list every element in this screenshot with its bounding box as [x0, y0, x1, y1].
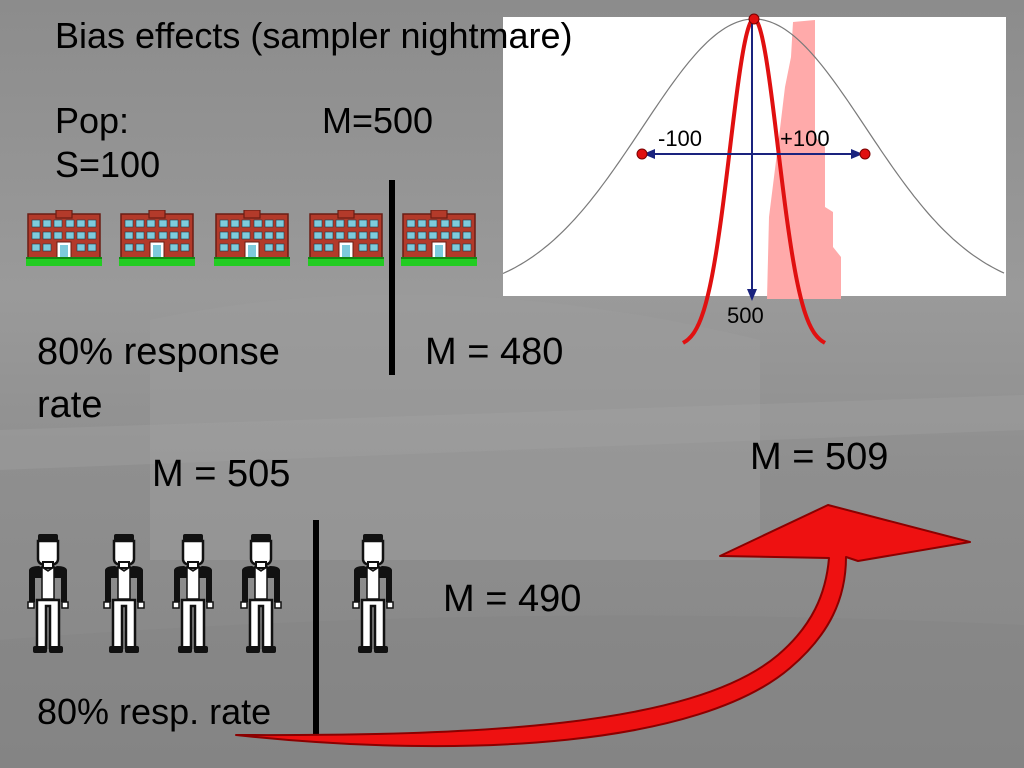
school-resp-mean: M = 505	[152, 453, 291, 495]
student-figure-icon	[170, 532, 216, 656]
school-response-rate-line1: 80% response	[37, 331, 280, 373]
pop-label: Pop:	[55, 100, 130, 141]
student-figure-icon	[238, 532, 284, 656]
school-building-icon	[308, 210, 384, 266]
shaded-region	[767, 20, 841, 299]
plus-sd-point	[859, 148, 871, 160]
school-building-icon	[26, 210, 102, 266]
slide-title: Bias effects (sampler nightmare)	[55, 15, 573, 56]
pop-sd: S=100	[55, 144, 161, 185]
left-arrowhead	[643, 149, 655, 159]
right-arrowhead	[851, 149, 863, 159]
school-nonresp-mean: M = 480	[425, 331, 564, 373]
pop-mean: M=500	[322, 100, 434, 141]
student-divider-line	[313, 520, 319, 735]
peak-point	[748, 13, 760, 25]
chart-label-minus: -100	[658, 126, 703, 151]
minus-sd-point	[636, 148, 648, 160]
school-divider-line	[389, 180, 395, 375]
distribution-chart	[502, 13, 1006, 345]
center-arrowhead	[747, 289, 757, 301]
student-figure-icon	[25, 532, 71, 656]
student-response-rate: 80% resp. rate	[37, 691, 272, 732]
school-building-icon	[401, 210, 477, 266]
wide-normal-curve	[502, 18, 1005, 275]
school-response-rate-line2: rate	[37, 384, 103, 426]
combined-mean: M = 509	[750, 436, 889, 478]
chart-label-center: 500	[727, 303, 764, 328]
chart-label-plus: +100	[780, 126, 830, 151]
student-figure-icon	[101, 532, 147, 656]
school-building-icon	[119, 210, 195, 266]
school-building-icon	[214, 210, 290, 266]
student-nonresp-mean: M = 490	[443, 578, 582, 620]
student-figure-icon	[350, 532, 396, 656]
